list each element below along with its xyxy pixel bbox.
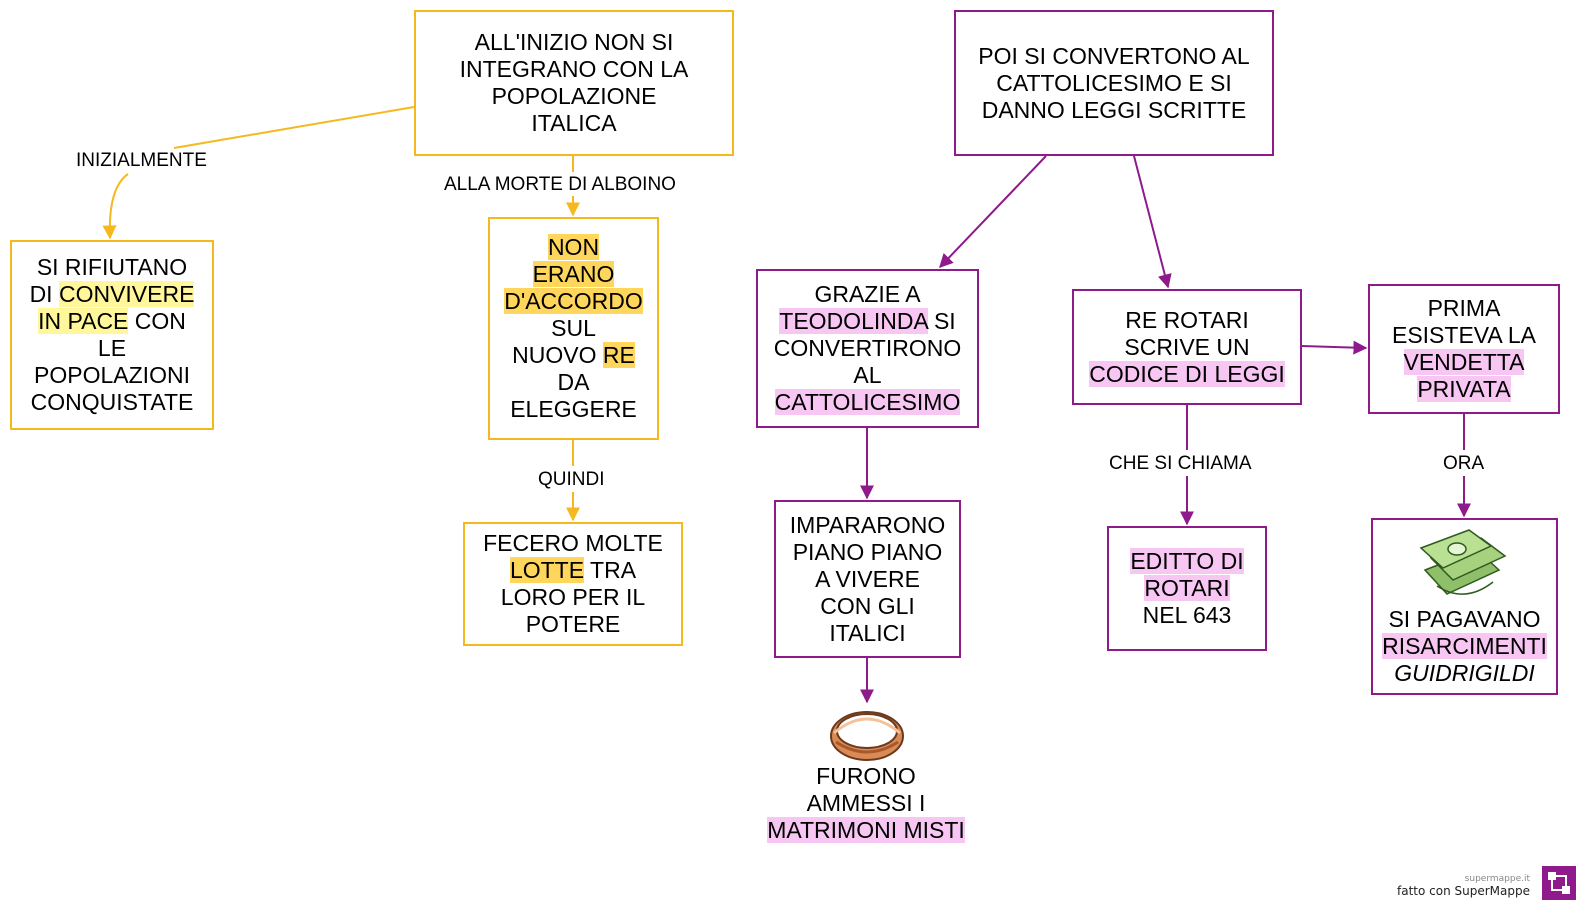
node-line: FURONO (816, 763, 916, 789)
node-guidrigildi[interactable]: SI PAGAVANO RISARCIMENTI GUIDRIGILDI (1371, 518, 1558, 695)
node-line: PRIVATA (1417, 376, 1511, 403)
node-line: ERANO (532, 261, 615, 288)
node-italici[interactable]: IMPARARONO PIANO PIANO A VIVERE CON GLI … (774, 500, 961, 658)
footer-branding: supermappe.it fatto con SuperMappe (1397, 874, 1530, 898)
node-line: RE ROTARI (1125, 306, 1249, 333)
ring-icon (830, 711, 904, 761)
node-line: POI SI CONVERTONO AL (978, 42, 1250, 69)
link-label-called: CHE SI CHIAMA (1107, 453, 1254, 475)
node-line: GRAZIE A (814, 281, 921, 307)
highlight: ROTARI (1144, 575, 1230, 601)
node-line: ITALICA (531, 110, 617, 136)
node-line: CONVERTIRONO (773, 335, 962, 361)
node-line: DANNO LEGGI SCRITTE (981, 96, 1247, 123)
node-teodolinda[interactable]: GRAZIE A TEODOLINDA SI CONVERTIRONO AL C… (756, 269, 979, 428)
node-line: LE (97, 335, 127, 361)
connector-convert-rotari (1133, 155, 1172, 289)
node-line: SUL (551, 315, 596, 341)
node-line: AMMESSI I (806, 790, 926, 816)
link-label-ora: ORA (1441, 453, 1487, 475)
node-line: MATRIMONI MISTI (746, 817, 986, 844)
node-line: ALL'INIZIO NON SI (474, 29, 674, 55)
node-line: NON (547, 234, 600, 261)
highlight: LOTTE (509, 557, 585, 583)
highlight: NON (547, 234, 600, 260)
node-refuse[interactable]: SI RIFIUTANO DI CONVIVERE IN PACE CON LE… (10, 240, 214, 430)
supermappe-logo-icon (1542, 866, 1576, 900)
connector-initially-out (102, 173, 129, 240)
node-line: SI PAGAVANO (1388, 606, 1541, 632)
highlight: CATTOLICESIMO (774, 389, 961, 415)
highlight: ERANO (532, 261, 615, 287)
node-line: CODICE DI LEGGI (1089, 360, 1285, 388)
node-line: TEODOLINDA SI (779, 308, 956, 334)
node-line: ELEGGERE (510, 396, 637, 422)
node-line: SI RIFIUTANO (36, 254, 188, 280)
node-line: CON GLI (820, 592, 915, 619)
node-line: A VIVERE (815, 565, 920, 592)
node-line: EDITTO DI (1130, 548, 1244, 575)
link-label-initially: INIZIALMENTE (74, 150, 209, 172)
connector-initially-in (173, 106, 415, 149)
node-line: DA (557, 369, 590, 395)
highlight: D'ACCORDO (504, 288, 643, 314)
node-integration[interactable]: ALL'INIZIO NON SI INTEGRANO CON LA POPOL… (414, 10, 734, 156)
node-line: VENDETTA (1403, 349, 1525, 376)
node-line: CONQUISTATE (30, 389, 194, 415)
highlight: EDITTO DI (1130, 548, 1244, 574)
node-line: INTEGRANO CON LA (459, 56, 689, 82)
highlight: RE (602, 342, 635, 368)
connector-rotari-vendetta (1301, 340, 1368, 355)
node-struggles[interactable]: FECERO MOLTE LOTTE TRA LORO PER IL POTER… (463, 522, 683, 646)
highlight: CODICE DI LEGGI (1089, 360, 1285, 387)
node-convert[interactable]: POI SI CONVERTONO AL CATTOLICESIMO E SI … (954, 10, 1274, 156)
node-line: DI CONVIVERE (29, 281, 195, 307)
highlight: MATRIMONI MISTI (767, 817, 965, 843)
node-line: ESISTEVA LA (1391, 322, 1537, 348)
node-marriages[interactable]: FURONO AMMESSI I MATRIMONI MISTI (746, 763, 986, 844)
link-label-quindi: QUINDI (536, 469, 607, 491)
node-rotari[interactable]: RE ROTARI SCRIVE UN CODICE DI LEGGI (1072, 289, 1302, 405)
node-line: LOTTE TRA (509, 557, 637, 583)
money-icon (1419, 529, 1507, 595)
node-line: NEL 643 (1142, 602, 1232, 628)
node-line: POPOLAZIONI (34, 362, 190, 388)
node-line: GUIDRIGILDI (1394, 660, 1535, 686)
node-line: IN PACE CON (38, 308, 186, 334)
node-line: RISARCIMENTI (1382, 633, 1547, 660)
node-line: ITALICI (829, 619, 906, 646)
node-vendetta[interactable]: PRIMA ESISTEVA LA VENDETTA PRIVATA (1368, 284, 1560, 414)
node-disagree[interactable]: NON ERANO D'ACCORDO SUL NUOVO RE DA ELEG… (488, 217, 659, 440)
node-line: NUOVO RE (512, 342, 635, 368)
highlight: PRIVATA (1417, 376, 1511, 402)
node-line: AL (853, 362, 882, 388)
node-line: PIANO PIANO (792, 538, 943, 565)
supermappe-logo-glyph (1548, 872, 1570, 894)
node-line: CATTOLICESIMO E SI (996, 69, 1232, 96)
node-line: PRIMA (1427, 295, 1501, 321)
highlight: RISARCIMENTI (1382, 633, 1547, 659)
footer-site: supermappe.it (1464, 874, 1530, 884)
node-edict[interactable]: EDITTO DI ROTARI NEL 643 (1107, 526, 1267, 651)
node-line: POPOLAZIONE (491, 83, 657, 109)
node-line: CATTOLICESIMO (774, 389, 961, 416)
highlight: TEODOLINDA (779, 308, 928, 334)
node-line: ROTARI (1144, 575, 1230, 602)
node-line: LORO PER IL (500, 584, 646, 610)
highlight: IN PACE (38, 308, 129, 334)
node-line: SCRIVE UN (1124, 333, 1250, 360)
highlight: VENDETTA (1403, 349, 1525, 375)
node-line: POTERE (525, 611, 621, 637)
footer-made-with: fatto con SuperMappe (1397, 884, 1530, 898)
connector-convert-teodolinda (939, 155, 1047, 269)
highlight: CONVIVERE (58, 281, 195, 307)
node-line: D'ACCORDO (504, 288, 643, 315)
node-line: IMPARARONO (789, 511, 946, 538)
node-line: FECERO MOLTE (483, 530, 663, 556)
link-label-alboino: ALLA MORTE DI ALBOINO (442, 174, 678, 196)
